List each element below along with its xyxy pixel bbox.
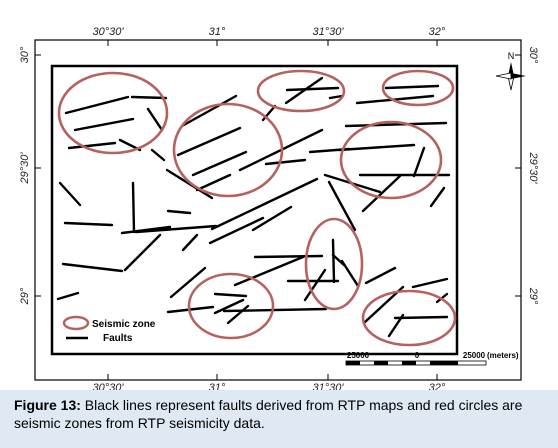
fault-line <box>411 277 449 289</box>
fault-line <box>327 180 357 232</box>
lat-tick-right-2: 29°30' <box>527 152 539 185</box>
seismic-zone-ellipse <box>381 69 455 107</box>
fault-line <box>208 216 265 245</box>
fault-line <box>150 148 166 162</box>
seismic-zone-ellipse <box>187 272 275 340</box>
figure-caption: Figure 13: Black lines represent faults … <box>0 390 558 448</box>
caption-text: Black lines represent faults derived fro… <box>14 397 523 431</box>
fault-lines <box>56 76 451 338</box>
fault-line <box>213 292 248 298</box>
fault-line <box>61 262 124 273</box>
fault-line <box>195 173 232 192</box>
seismic-zone-ellipse <box>256 69 346 113</box>
tick-marks <box>35 40 521 380</box>
scale-label-zero: 0 <box>415 351 420 360</box>
fault-line <box>429 186 446 208</box>
scale-bar: 25000 0 25000 (meters) <box>345 351 519 366</box>
fault-line <box>169 266 207 299</box>
seismic-zone-ellipse <box>339 120 443 200</box>
seismic-zones <box>57 69 457 347</box>
fault-line <box>130 95 168 100</box>
fault-line <box>233 255 305 287</box>
map-inner-frame <box>50 64 459 356</box>
legend-seismic-zone-label: Seismic zone <box>92 319 156 330</box>
fault-line <box>213 298 245 315</box>
fault-line <box>181 233 199 252</box>
north-label: N <box>508 51 515 61</box>
fault-line <box>191 150 248 177</box>
fault-line <box>180 94 238 128</box>
north-arrow-icon: N <box>495 51 526 91</box>
fault-line <box>344 121 448 128</box>
fault-line <box>63 221 114 227</box>
scale-label-left: 25000 <box>347 351 370 360</box>
fault-line <box>166 209 192 215</box>
scale-label-right: 25000 <box>463 351 486 360</box>
fault-line <box>210 177 319 231</box>
fault-line <box>361 174 402 213</box>
fault-line <box>123 233 162 272</box>
fault-line <box>340 259 360 288</box>
fault-line <box>328 94 344 100</box>
lat-tick-right-3: 29° <box>527 287 539 305</box>
lat-tick-left-3: 29° <box>19 287 31 305</box>
fault-line <box>264 158 307 166</box>
fault-line <box>393 315 449 320</box>
seismic-zone-ellipse <box>304 217 364 311</box>
lat-tick-left-2: 29°30' <box>19 152 31 185</box>
legend-seismic-zone-symbol <box>62 315 90 331</box>
fault-line <box>364 266 397 285</box>
fault-line <box>131 181 136 234</box>
fault-line <box>226 304 250 325</box>
lat-tick-left-1: 30° <box>19 46 31 63</box>
fault-line <box>165 168 214 200</box>
fault-line <box>73 117 135 132</box>
fault-line <box>146 107 164 132</box>
seismic-zone-ellipse <box>57 71 169 155</box>
fault-line <box>222 307 328 313</box>
fault-line <box>120 225 172 235</box>
fault-line <box>134 224 218 234</box>
caption-label: Figure 13: <box>14 397 81 413</box>
lat-tick-right-1: 30° <box>527 47 539 64</box>
seismic-zone-ellipse <box>361 289 457 347</box>
fault-line <box>303 268 327 302</box>
lon-tick-top-3: 31°30' <box>313 26 345 38</box>
lon-tick-top-4: 32° <box>429 26 446 38</box>
fault-line <box>412 146 426 178</box>
fault-line <box>56 291 80 301</box>
scale-unit: (meters) <box>487 351 519 360</box>
fault-line <box>176 126 242 157</box>
fault-line <box>384 84 440 90</box>
lon-tick-top-1: 30°30' <box>93 26 125 38</box>
legend-faults-label: Faults <box>103 333 133 344</box>
fault-line <box>58 181 82 207</box>
fault-line <box>337 143 416 152</box>
fault-line <box>253 254 324 259</box>
fault-line <box>285 86 340 92</box>
fault-line <box>331 238 336 284</box>
fault-line <box>64 95 130 115</box>
fault-line <box>67 141 117 150</box>
map-outer-frame <box>34 39 522 381</box>
seismic-zone-ellipse <box>172 102 284 198</box>
map-legend: Seismic zone Faults <box>62 315 156 344</box>
fault-line <box>251 205 293 232</box>
lon-tick-top-2: 31° <box>209 26 226 38</box>
